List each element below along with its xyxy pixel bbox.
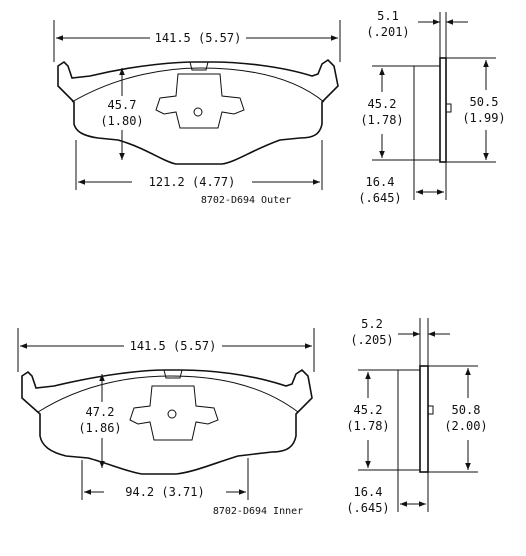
outer-pad-rivet-hole xyxy=(193,107,203,117)
outer-thk-mm: 5.1 xyxy=(377,9,399,23)
inner-width-top-label: 141.5 (5.57) xyxy=(130,339,217,353)
outer-side-clip xyxy=(445,103,452,113)
inner-thk-in: (.205) xyxy=(350,333,393,347)
inner-ih-mm: 45.2 xyxy=(354,403,383,417)
outer-pad-clip xyxy=(155,73,245,129)
inner-thk-mm: 5.2 xyxy=(361,317,383,331)
inner-oh-in: (2.00) xyxy=(444,419,487,433)
outer-width-top-label: 141.5 (5.57) xyxy=(155,31,242,45)
outer-pad-outline xyxy=(57,58,339,165)
inner-pad-rivet-hole xyxy=(167,409,177,419)
inner-height-in: (1.86) xyxy=(78,421,121,435)
inner-ih-in: (1.78) xyxy=(346,419,389,433)
outer-oh-in: (1.99) xyxy=(462,111,505,125)
inner-oh-mm: 50.8 xyxy=(452,403,481,417)
outer-height-in: (1.80) xyxy=(100,114,143,128)
outer-ih-mm: 45.2 xyxy=(368,97,397,111)
inner-base-in: (.645) xyxy=(346,501,389,515)
outer-side-friction xyxy=(413,65,441,161)
outer-pad-friction-edge xyxy=(71,67,325,103)
inner-width-bottom-label: 94.2 (3.71) xyxy=(125,485,204,499)
inner-pad-friction-edge xyxy=(37,375,299,413)
inner-pad-outline xyxy=(21,368,313,475)
inner-base-mm: 16.4 xyxy=(354,485,383,499)
inner-pad-center-tab xyxy=(163,369,183,379)
outer-ih-in: (1.78) xyxy=(360,113,403,127)
inner-caption: 8702-D694 Inner xyxy=(213,506,303,517)
inner-height-mm: 47.2 xyxy=(86,405,115,419)
outer-base-mm: 16.4 xyxy=(366,175,395,189)
outer-pad-center-tab xyxy=(189,61,209,71)
outer-pad-front-view: 141.5 (5.57) 45.7 (1.80) 121.2 (4.77) 87… xyxy=(53,20,341,206)
outer-side-backing xyxy=(439,57,447,163)
outer-height-mm: 45.7 xyxy=(108,98,137,112)
outer-caption: 8702-D694 Outer xyxy=(201,195,291,206)
inner-pad-side-view: 5.2 (.205) 45.2 (1.78) 50.8 (2.00) 16.4 … xyxy=(346,317,487,515)
inner-side-backing xyxy=(419,365,429,473)
outer-pad-side-view: 5.1 (.201) 45.2 (1.78) 50.5 (1.99) 16.4 … xyxy=(358,9,505,205)
outer-width-bottom-label: 121.2 (4.77) xyxy=(149,175,236,189)
outer-base-in: (.645) xyxy=(358,191,401,205)
outer-thk-in: (.201) xyxy=(366,25,409,39)
inner-pad-front-view: 141.5 (5.57) 47.2 (1.86) 94.2 (3.71) 870… xyxy=(17,328,315,517)
inner-pad-clip xyxy=(129,385,219,441)
inner-side-friction xyxy=(397,369,421,471)
outer-oh-mm: 50.5 xyxy=(470,95,499,109)
inner-side-clip xyxy=(427,405,434,415)
